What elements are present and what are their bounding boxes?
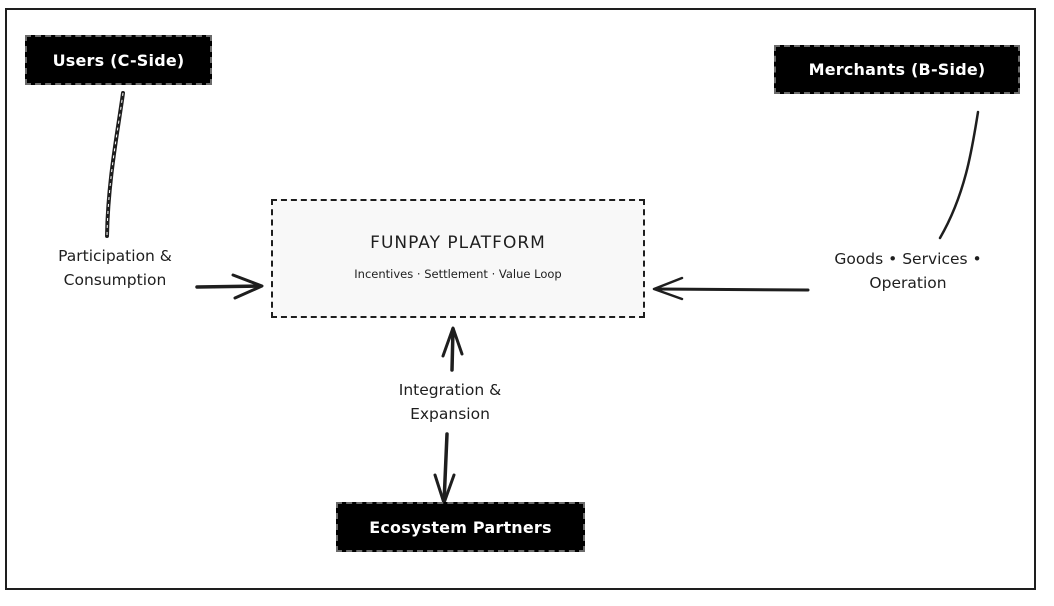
- edge-label-users-line1: Participation &: [58, 247, 172, 265]
- users-node-label: Users (C-Side): [52, 50, 185, 70]
- platform-subtitle: Incentives · Settlement · Value Loop: [354, 266, 562, 281]
- platform-title: FUNPAY PLATFORM: [370, 232, 546, 253]
- edge-label-merchants: Goods • Services • Operation: [808, 247, 1008, 295]
- arrow-merchants-to-platform: [652, 276, 810, 301]
- users-node[interactable]: Users (C-Side): [25, 35, 212, 85]
- users-connector-line: [105, 91, 125, 238]
- merchants-connector-line: [938, 110, 980, 240]
- arrow-users-to-platform: [195, 273, 264, 300]
- platform-node[interactable]: FUNPAY PLATFORM Incentives · Settlement …: [271, 199, 645, 318]
- users-connector-line-inner: [106, 92, 124, 237]
- edge-label-users: Participation & Consumption: [30, 244, 200, 292]
- merchants-node-label: Merchants (B-Side): [808, 60, 986, 79]
- partners-node-label: Ecosystem Partners: [369, 517, 552, 537]
- diagram-frame: [5, 8, 1036, 590]
- edge-label-users-line2: Consumption: [63, 271, 167, 289]
- edge-label-partners: Integration & Expansion: [370, 378, 530, 426]
- arrow-partners-to-platform: [441, 326, 464, 372]
- edge-label-merchants-line1: Goods • Services •: [834, 250, 982, 268]
- edge-label-partners-line1: Integration &: [398, 381, 502, 399]
- partners-node[interactable]: Ecosystem Partners: [336, 502, 585, 552]
- edge-label-merchants-line2: Operation: [869, 274, 947, 292]
- edge-label-partners-line2: Expansion: [410, 405, 490, 423]
- merchants-node[interactable]: Merchants (B-Side): [774, 45, 1020, 94]
- arrow-platform-to-partners: [433, 432, 456, 505]
